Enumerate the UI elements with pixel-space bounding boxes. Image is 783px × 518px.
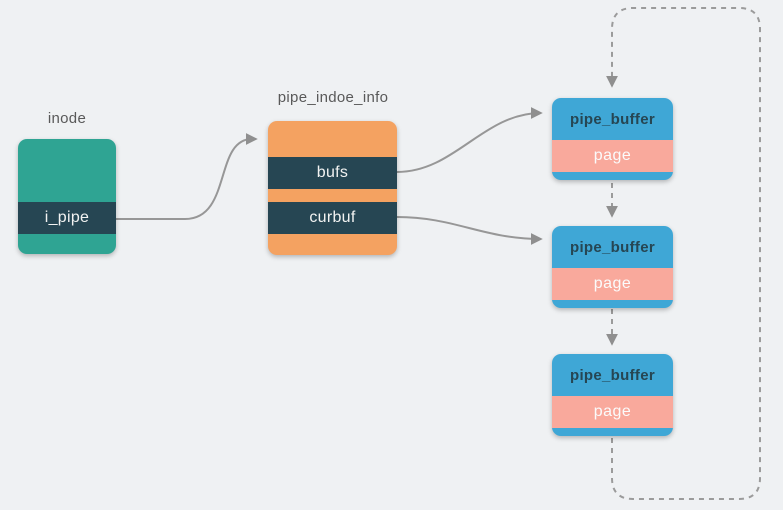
pipe-info-node: bufs curbuf <box>268 121 397 255</box>
pipe-buffer-1-page-field: page <box>552 140 673 172</box>
pipe-buffer-1-title: pipe_buffer <box>570 110 655 128</box>
pipe-buffer-2-title: pipe_buffer <box>570 238 655 256</box>
pipe-buffer-3-page-field: page <box>552 396 673 428</box>
curbuf-field: curbuf <box>268 202 397 234</box>
inode-node-title: inode <box>47 110 87 127</box>
inode-node: i_pipe <box>18 139 116 254</box>
pipe-buffer-node-3: pipe_buffer page <box>552 354 673 436</box>
arrow-ipipe-to-pipeinfo <box>116 133 258 220</box>
pipe-info-node-title: pipe_indoe_info <box>277 89 389 106</box>
pipe-buffer-node-1: pipe_buffer page <box>552 98 673 180</box>
pipe-buffer-node-2: pipe_buffer page <box>552 226 673 308</box>
bottom-white-strip <box>0 510 783 518</box>
pipe-buffer-2-page-field: page <box>552 268 673 300</box>
dashed-loop-buffer3-to-buffer1 <box>606 7 761 500</box>
ipipe-field: i_pipe <box>18 202 116 234</box>
bufs-field: bufs <box>268 157 397 189</box>
pipe-buffer-3-title: pipe_buffer <box>570 366 655 384</box>
arrow-bufs-to-buffer1 <box>396 107 543 173</box>
arrow-curbuf-to-buffer2 <box>396 216 543 245</box>
